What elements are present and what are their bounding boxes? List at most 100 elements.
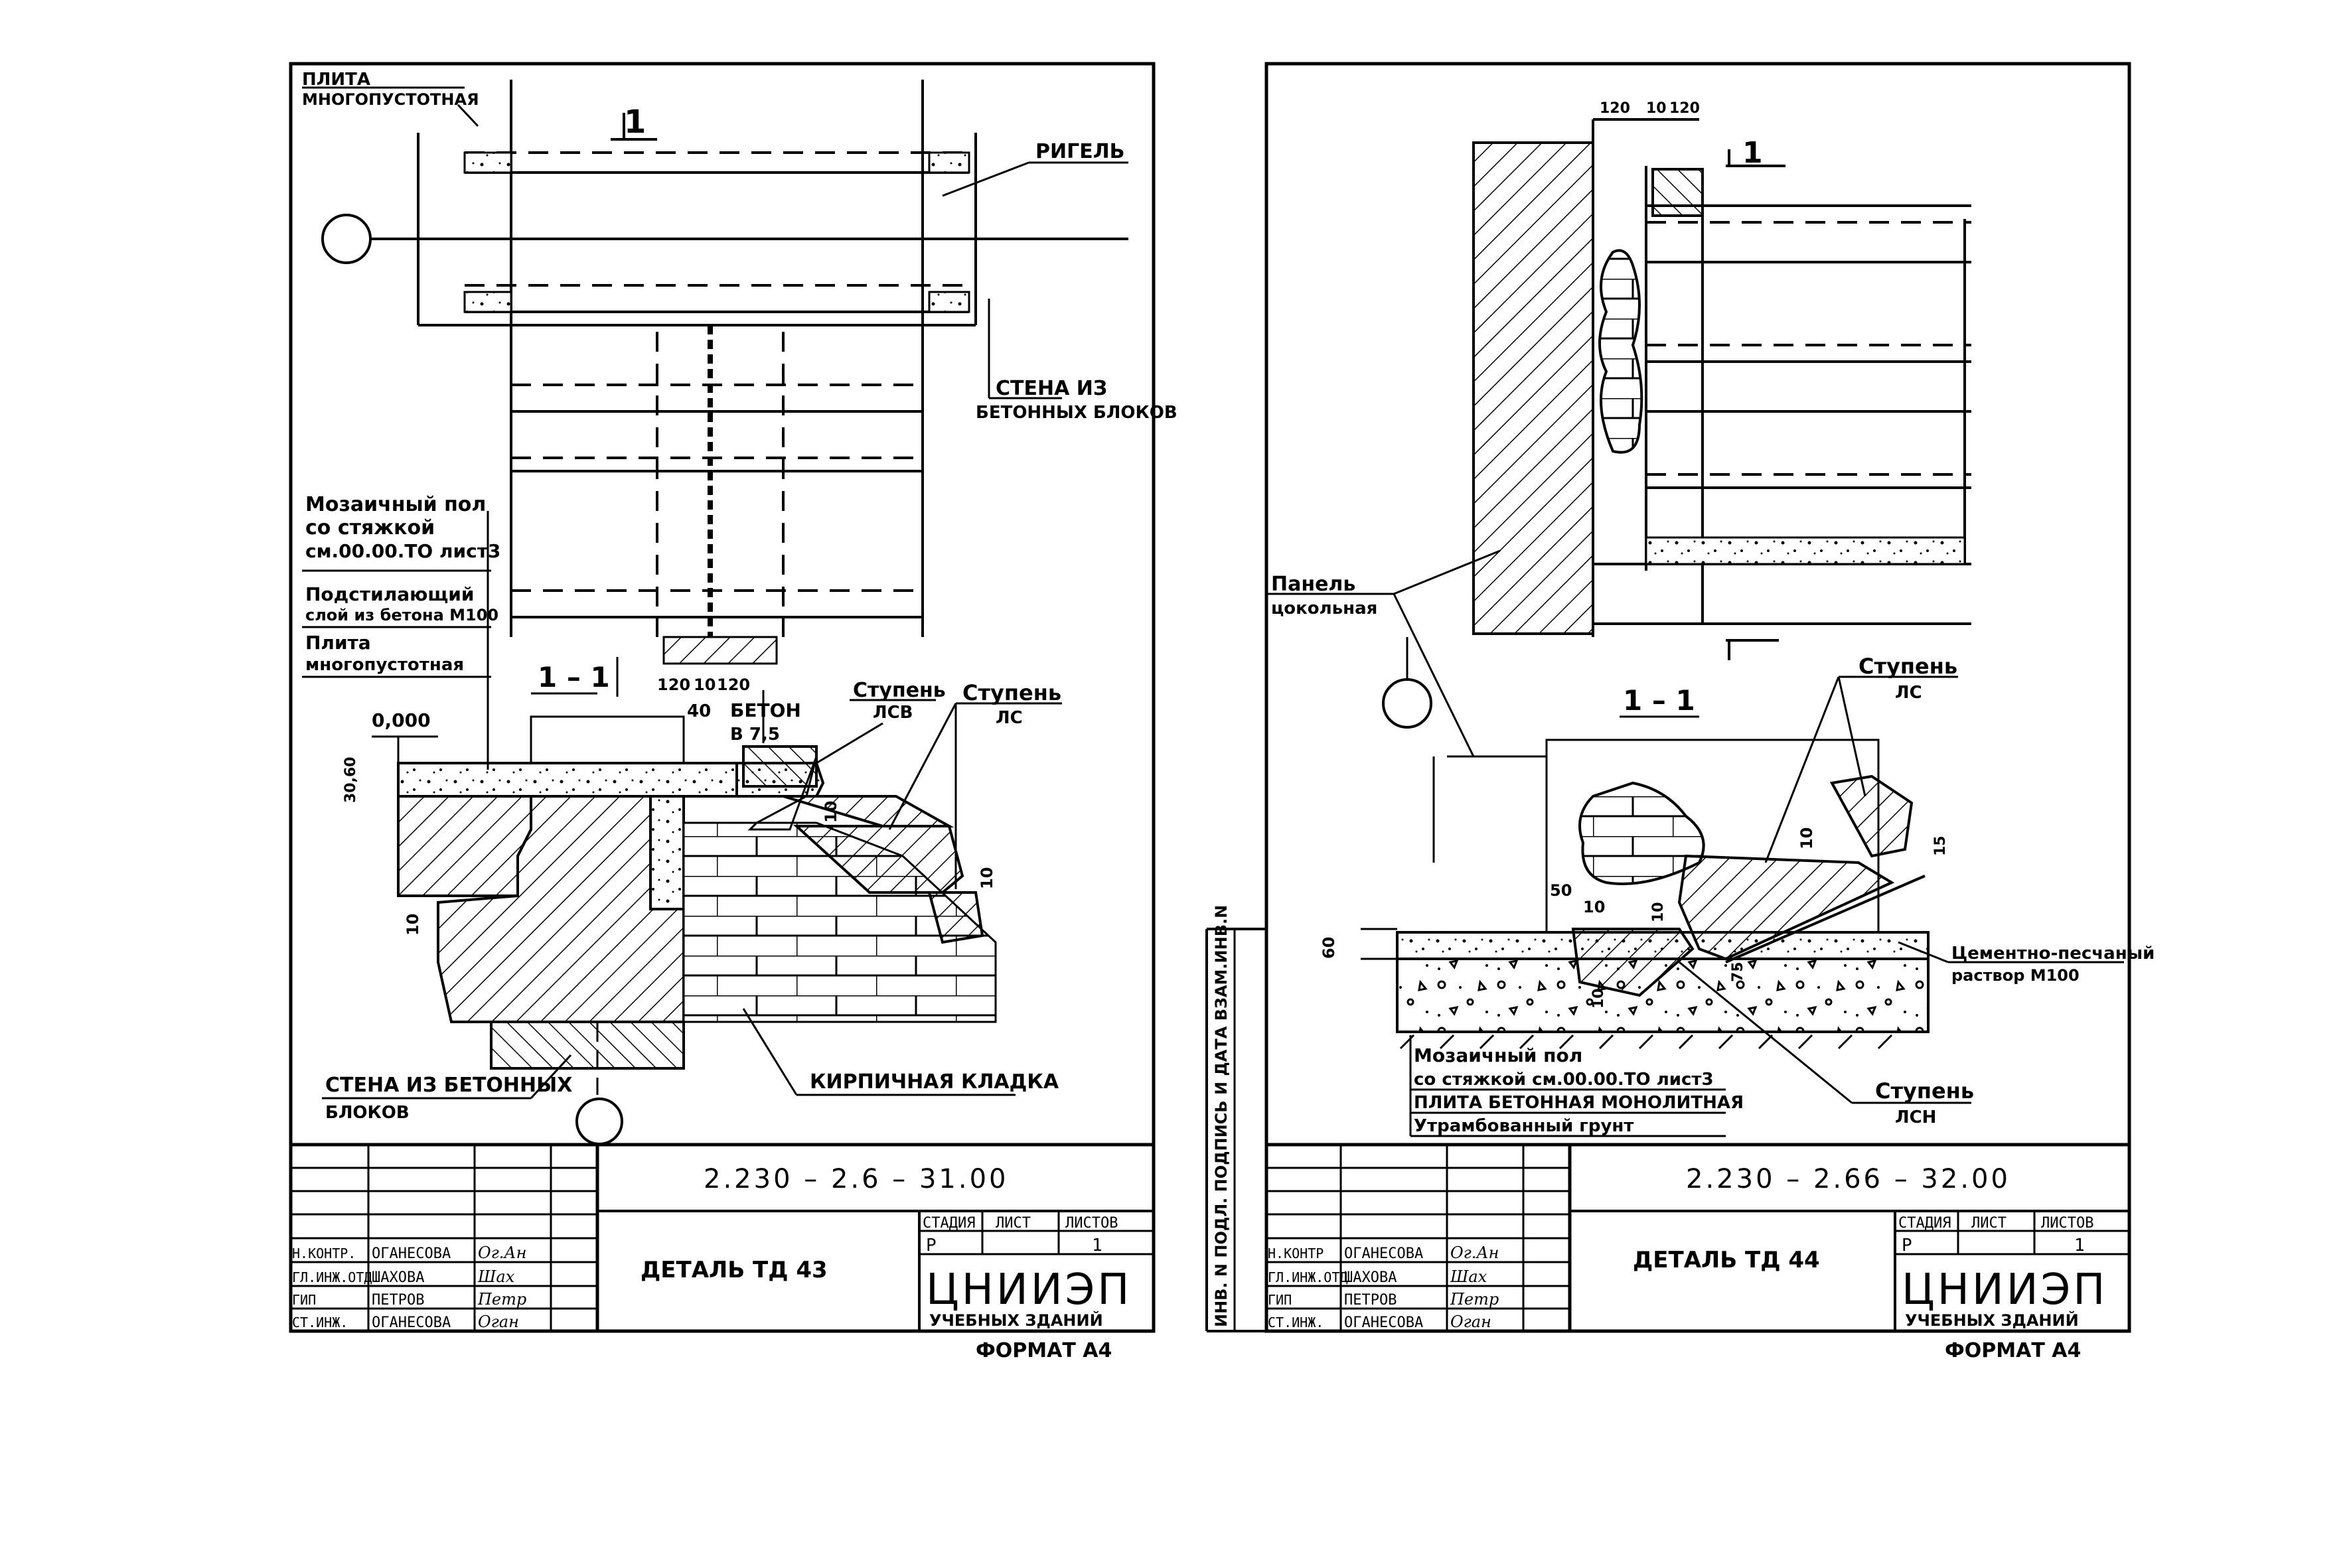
label-sub-2: слой из бетона М100 [305, 606, 498, 624]
left-sheet: 1 ПЛИТА МНОГОПУСТОТНА [289, 62, 1177, 1362]
label-step1-a: Ступень [853, 679, 946, 702]
r-signer-sign-2: Шах [1450, 1267, 1487, 1286]
dim-10c: 10 [822, 801, 840, 823]
label-beton-2: В 7,5 [730, 725, 780, 745]
format-left: ФОРМАТ А4 [976, 1339, 1112, 1362]
right-title-block [1266, 1143, 2129, 1331]
dim-r-10d: 10 [1590, 988, 1607, 1009]
signer-name-1: ОГАНЕСОВА [372, 1246, 451, 1262]
r-signer-role-2: ГЛ.ИНЖ.ОТД [1268, 1269, 1347, 1285]
format-right: ФОРМАТ А4 [1945, 1339, 2081, 1362]
org-logo-left: ЦНИИЭП [926, 1265, 1132, 1315]
label-step2-b: ЛС [996, 708, 1023, 728]
dim-120a: 120 [657, 676, 690, 694]
label-wall-b-2: БЛОКОВ [325, 1103, 410, 1123]
dim-r-120b: 120 [1669, 100, 1700, 117]
dim-120b: 120 [717, 676, 750, 694]
label-r-floor-1: Мозаичный пол [1414, 1044, 1582, 1066]
sheets-header-left: ЛИСТОВ [1065, 1215, 1118, 1232]
label-r-floor-3: ПЛИТА БЕТОННАЯ МОНОЛИТНАЯ [1414, 1093, 1744, 1113]
section-axis-circle [575, 1098, 623, 1145]
label-r-floor-4: Утрамбованный грунт [1414, 1116, 1633, 1136]
signer-role-2: ГЛ.ИНЖ.ОТД [292, 1269, 372, 1285]
signer-name-4: ОГАНЕСОВА [372, 1315, 451, 1331]
label-slab-1: Плита [305, 632, 371, 654]
label-slab-2: многопустотная [305, 655, 464, 675]
r-signer-sign-3: Петр [1450, 1290, 1499, 1309]
right-labels: Панель цокольная 1 – 1 Ступень ЛС 10 15 … [1268, 549, 2155, 1137]
left-labels: ПЛИТА МНОГОПУСТОТНАЯ РИГЕЛЬ СТЕНА ИЗ БЕТ… [302, 70, 1177, 1123]
r-signer-name-3: ПЕТРОВ [1344, 1292, 1397, 1309]
org-sub-right: УЧЕБНЫХ ЗДАНИЙ [1905, 1311, 2079, 1330]
label-wall-2: БЕТОННЫХ БЛОКОВ [976, 403, 1177, 423]
label-panel-2: цокольная [1271, 599, 1377, 618]
dim-r-50: 50 [1550, 881, 1572, 900]
left-section-view [372, 657, 997, 1145]
r-signer-name-4: ОГАНЕСОВА [1344, 1315, 1423, 1331]
label-floor-3: см.00.00.ТО лист3 [305, 540, 500, 562]
right-section-view [1361, 739, 1930, 1050]
org-logo-right: ЦНИИЭП [1902, 1265, 2107, 1315]
dim-10: 10 [694, 676, 716, 694]
label-step2-a: Ступень [962, 680, 1061, 705]
drawing-code-right: 2.230 – 2.66 – 32.00 [1686, 1164, 2010, 1194]
stage-value-right: Р [1902, 1236, 1912, 1255]
label-rigel: РИГЕЛЬ [1035, 140, 1125, 163]
signer-sign-2: Шах [477, 1267, 515, 1286]
label-r-step1-b: ЛС [1895, 683, 1922, 703]
signer-name-3: ПЕТРОВ [372, 1292, 424, 1309]
label-step1-b: ЛСВ [873, 703, 913, 723]
left-title-block [291, 1143, 1154, 1331]
stage-value-left: Р [926, 1236, 937, 1255]
signer-sign-1: Ог.Ан [478, 1244, 526, 1262]
label-r-step2-a: Ступень [1875, 1078, 1974, 1104]
label-mortar-2: раствор М100 [1951, 966, 2080, 985]
r-signer-role-3: ГИП [1268, 1292, 1292, 1308]
dim-10b: 10 [404, 914, 422, 936]
drawing-code-left: 2.230 – 2.6 – 31.00 [704, 1164, 1009, 1194]
label-floor-1: Мозаичный пол [305, 493, 486, 516]
label-plita-1: ПЛИТА [302, 70, 370, 90]
signer-role-3: ГИП [292, 1292, 316, 1308]
dim-r-10a: 10 [1797, 827, 1816, 849]
dim-r-75: 75 [1730, 962, 1746, 982]
label-wall-1: СТЕНА ИЗ [996, 377, 1107, 400]
signer-sign-3: Петр [477, 1290, 526, 1309]
label-r-step1-a: Ступень [1858, 654, 1957, 679]
label-floor-2: со стяжкой [305, 516, 435, 539]
stage-header-right: СТАДИЯ [1898, 1215, 1951, 1232]
dim-r-120a: 120 [1600, 100, 1630, 117]
r-signer-name-2: ШАХОВА [1344, 1269, 1397, 1286]
r-signer-sign-4: Оган [1450, 1313, 1491, 1331]
dim-10d: 10 [978, 867, 996, 889]
label-brick: КИРПИЧНАЯ КЛАДКА [810, 1070, 1059, 1094]
dim-r-10: 10 [1646, 100, 1667, 117]
r-signer-sign-1: Ог.Ан [1450, 1244, 1499, 1262]
sheet-header-left: ЛИСТ [996, 1215, 1031, 1232]
dim-3060: 30,60 [342, 756, 359, 803]
dim-r-10c: 10 [1650, 902, 1667, 922]
signer-sign-4: Оган [478, 1313, 519, 1331]
r-signer-role-1: Н.КОНТР [1268, 1246, 1324, 1261]
plan-section-mark: 1 [624, 104, 646, 141]
label-r-floor-2: со стяжкой см.00.00.ТО лист3 [1414, 1070, 1714, 1090]
org-sub-left: УЧЕБНЫХ ЗДАНИЙ [929, 1311, 1103, 1330]
label-mortar-1: Цементно-песчаный [1951, 944, 2155, 963]
right-plan-view: 120 10 120 1 [1472, 100, 1971, 660]
sheet-value-left: 1 [1092, 1236, 1102, 1255]
r-signer-name-1: ОГАНЕСОВА [1344, 1246, 1423, 1262]
signer-role-1: Н.КОНТР. [292, 1246, 356, 1261]
section-title-right: 1 – 1 [1623, 684, 1695, 717]
stage-header-left: СТАДИЯ [923, 1215, 975, 1232]
label-panel-1: Панель [1271, 573, 1355, 596]
dim-40: 40 [687, 701, 711, 721]
margin-stamp: ИНВ. N ПОДЛ. ПОДПИСЬ И ДАТА ВЗАМ.ИНВ.N [1212, 905, 1231, 1327]
detail-title-left: ДЕТАЛЬ ТД 43 [641, 1257, 828, 1283]
signer-role-4: СТ.ИНЖ. [292, 1315, 348, 1330]
left-sheet-border [289, 62, 1156, 1333]
dim-r-60: 60 [1320, 937, 1338, 959]
label-beton-1: БЕТОН [730, 699, 801, 721]
axis-marker-circle-r [1382, 678, 1432, 729]
r-signer-role-4: СТ.ИНЖ. [1268, 1315, 1324, 1330]
